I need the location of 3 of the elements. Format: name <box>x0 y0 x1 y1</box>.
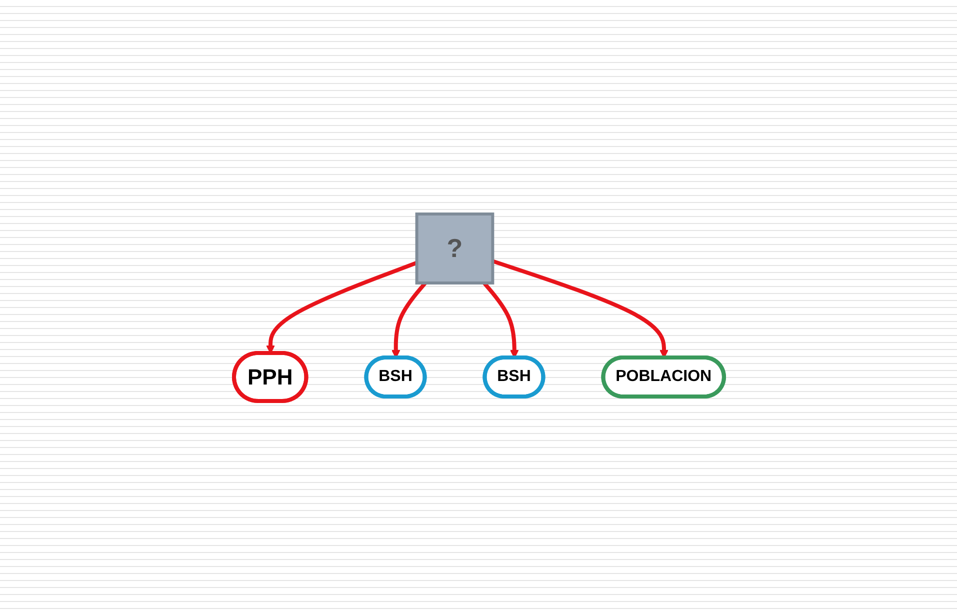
node-box: ? <box>414 212 494 284</box>
arrow <box>266 260 417 354</box>
arrow <box>492 259 668 358</box>
